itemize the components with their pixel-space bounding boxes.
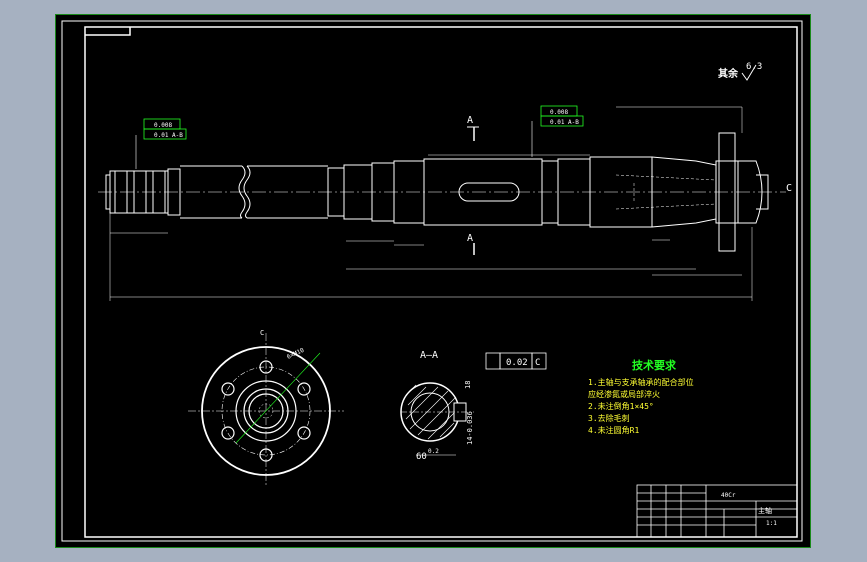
roughness-icon <box>741 64 757 81</box>
svg-text:40Cr: 40Cr <box>721 492 736 499</box>
flange-end-view: C 6×M10 <box>188 329 344 487</box>
svg-text:技术要求: 技术要求 <box>632 358 677 372</box>
svg-text:应经渗氮或局部淬火: 应经渗氮或局部淬火 <box>588 389 660 399</box>
svg-text:18: 18 <box>464 381 472 389</box>
cad-drawing-canvas[interactable]: 其余 6.3 <box>55 14 811 548</box>
svg-text:0.01 A-B: 0.01 A-B <box>550 119 579 126</box>
hidden-lines <box>615 174 717 210</box>
svg-text:C: C <box>535 358 540 368</box>
surface-finish-value: 6.3 <box>746 62 762 72</box>
datum-c-label: C <box>786 183 792 194</box>
svg-text:2.未注倒角1×45°: 2.未注倒角1×45° <box>588 401 654 411</box>
svg-text:14-0.036: 14-0.036 <box>466 411 474 445</box>
svg-text:主轴: 主轴 <box>758 506 772 515</box>
svg-text:1:1: 1:1 <box>766 520 777 527</box>
svg-text:A—A: A—A <box>420 350 438 361</box>
tech-requirements: 技术要求 1.主轴与支承轴承的配合部位 应经渗氮或局部淬火 2.未注倒角1×45… <box>588 358 694 435</box>
svg-text:C: C <box>260 329 264 337</box>
svg-text:1.主轴与支承轴承的配合部位: 1.主轴与支承轴承的配合部位 <box>588 377 694 387</box>
section-markers: A A C <box>467 115 792 255</box>
svg-text:0.02: 0.02 <box>506 358 528 368</box>
drawing-svg: 其余 6.3 <box>61 20 803 542</box>
svg-text:A: A <box>467 115 473 126</box>
svg-text:0.008: 0.008 <box>154 122 172 129</box>
shaft-main-view <box>105 132 769 252</box>
corner-tab <box>85 27 131 36</box>
title-block: 主轴 1:1 40Cr <box>636 484 798 538</box>
inner-frame <box>84 26 798 538</box>
svg-text:60: 60 <box>416 452 427 462</box>
svg-text:A: A <box>467 233 473 244</box>
dimension-lines <box>109 106 753 301</box>
svg-text:3.去除毛刺: 3.去除毛刺 <box>588 413 630 423</box>
outer-frame <box>61 20 803 542</box>
fcf-left: 0.008 0.01 A-B <box>135 118 187 169</box>
svg-text:0.008: 0.008 <box>550 109 568 116</box>
svg-text:4.未注圆角R1: 4.未注圆角R1 <box>588 425 639 435</box>
surface-finish-label: 其余 <box>718 67 739 80</box>
section-aa: A—A 60 0.2 14-0.036 18 0.02 C <box>400 350 547 462</box>
fcf-mid: 0.008 0.01 A-B <box>531 105 584 157</box>
surface-finish-note: 其余 6.3 <box>718 62 762 81</box>
svg-text:0.01 A-B: 0.01 A-B <box>154 132 183 139</box>
svg-text:0.2: 0.2 <box>428 448 439 455</box>
